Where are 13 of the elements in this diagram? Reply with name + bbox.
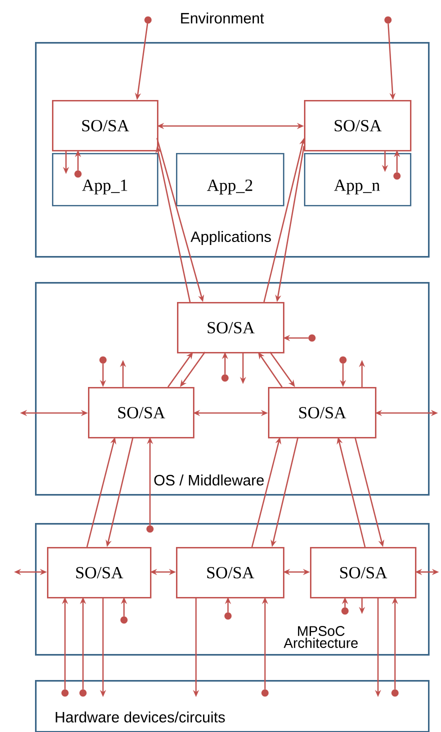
process-box: SO/SA <box>88 387 194 438</box>
process-box: SO/SA <box>268 387 376 438</box>
app-box: App_2 <box>176 153 284 206</box>
process-box: SO/SA <box>310 547 416 598</box>
text-label: Environment <box>181 12 264 24</box>
process-box: SO/SA <box>52 100 158 152</box>
app-box: App_n <box>304 153 412 206</box>
app-box: App_1 <box>52 153 158 206</box>
process-box: SO/SA <box>177 302 284 354</box>
process-box: SO/SA <box>304 100 412 152</box>
layer-box: Hardware devices/circuits <box>35 680 430 732</box>
process-box: SO/SA <box>176 547 284 598</box>
process-box: SO/SA <box>47 547 152 598</box>
